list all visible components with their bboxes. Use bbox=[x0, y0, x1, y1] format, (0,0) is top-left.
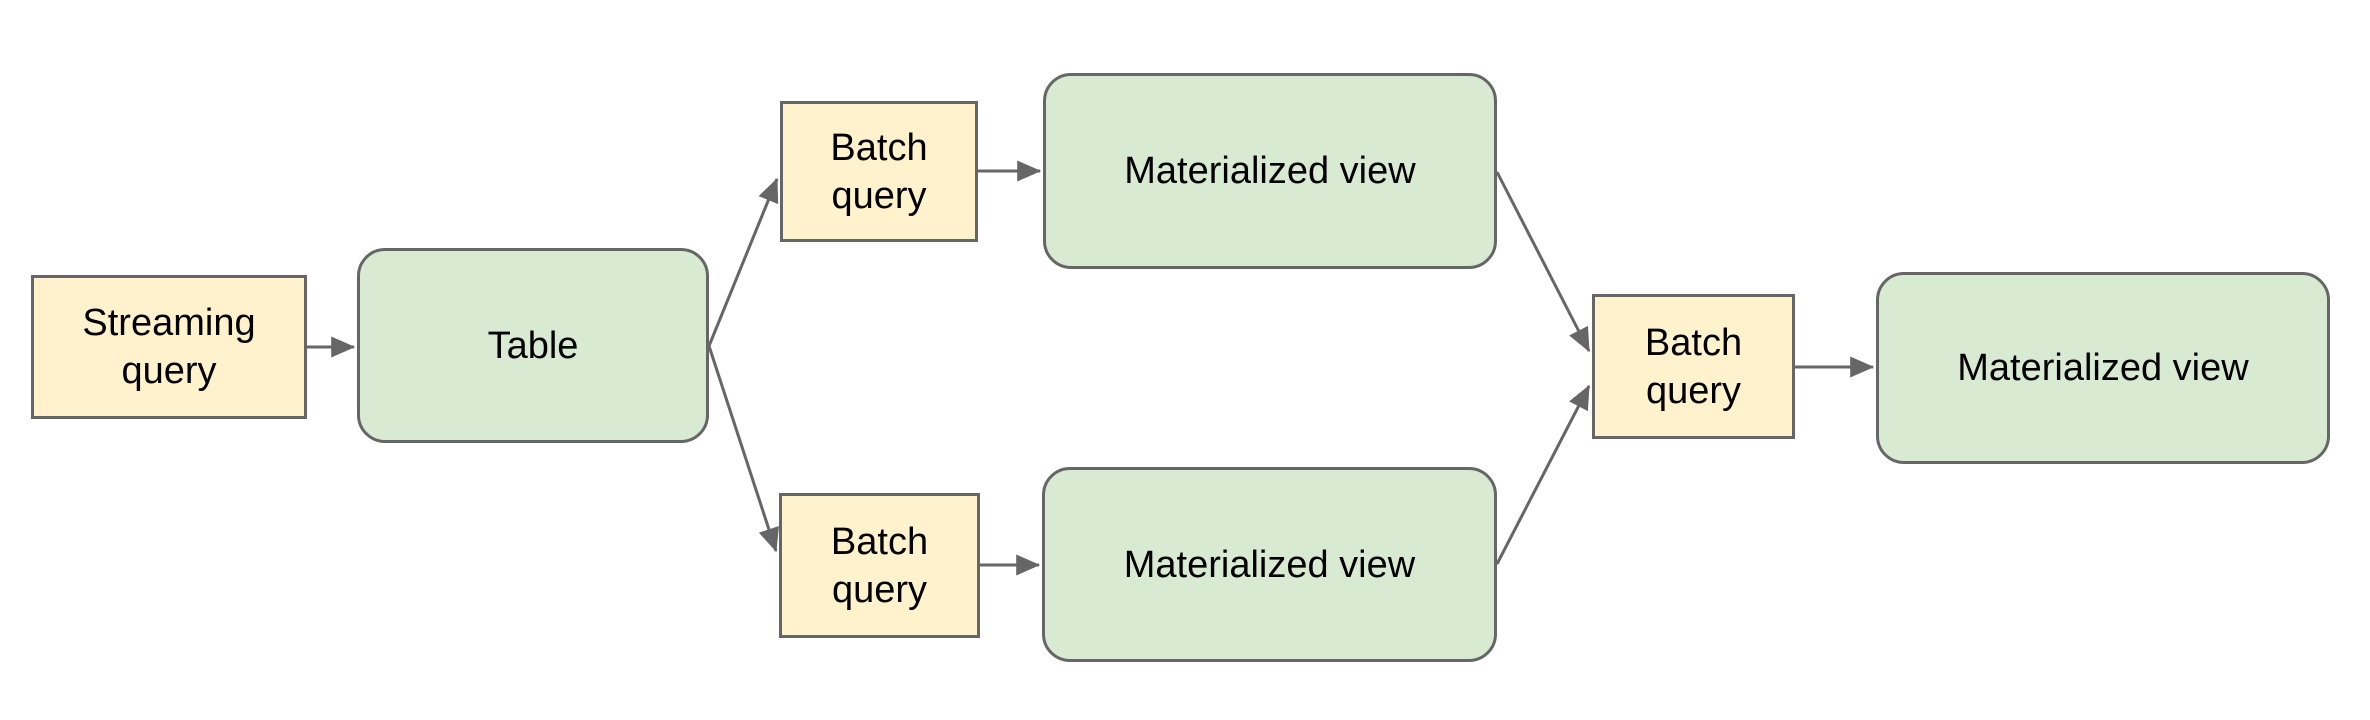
node-batch-query-bottom-label: Batch query bbox=[830, 520, 929, 611]
node-batch-query-right-label: Batch query bbox=[1644, 321, 1743, 412]
node-table-label: Table bbox=[487, 324, 579, 367]
node-batch-query-top: Batch query bbox=[780, 101, 978, 242]
node-batch-query-right: Batch query bbox=[1592, 294, 1795, 439]
node-materialized-view-right-label: Materialized view bbox=[1957, 347, 2249, 389]
connector-materialized-view-bottom-to-batch-query-right bbox=[1495, 384, 1591, 565]
node-streaming-query: Streaming query bbox=[31, 275, 307, 419]
node-batch-query-top-label: Batch query bbox=[830, 126, 928, 217]
connector-table-to-batch-query-top bbox=[707, 177, 779, 347]
connector-materialized-view-top-to-batch-query-right bbox=[1495, 171, 1591, 353]
node-materialized-view-right: Materialized view bbox=[1876, 272, 2330, 464]
node-materialized-view-top: Materialized view bbox=[1043, 73, 1497, 269]
node-materialized-view-bottom: Materialized view bbox=[1042, 467, 1497, 662]
connector-table-to-batch-query-bottom bbox=[707, 345, 779, 553]
node-table: Table bbox=[357, 248, 709, 443]
node-batch-query-bottom: Batch query bbox=[779, 493, 980, 638]
node-materialized-view-top-label: Materialized view bbox=[1124, 150, 1416, 192]
node-materialized-view-bottom-label: Materialized view bbox=[1123, 543, 1416, 586]
node-streaming-query-label: Streaming query bbox=[82, 302, 256, 392]
